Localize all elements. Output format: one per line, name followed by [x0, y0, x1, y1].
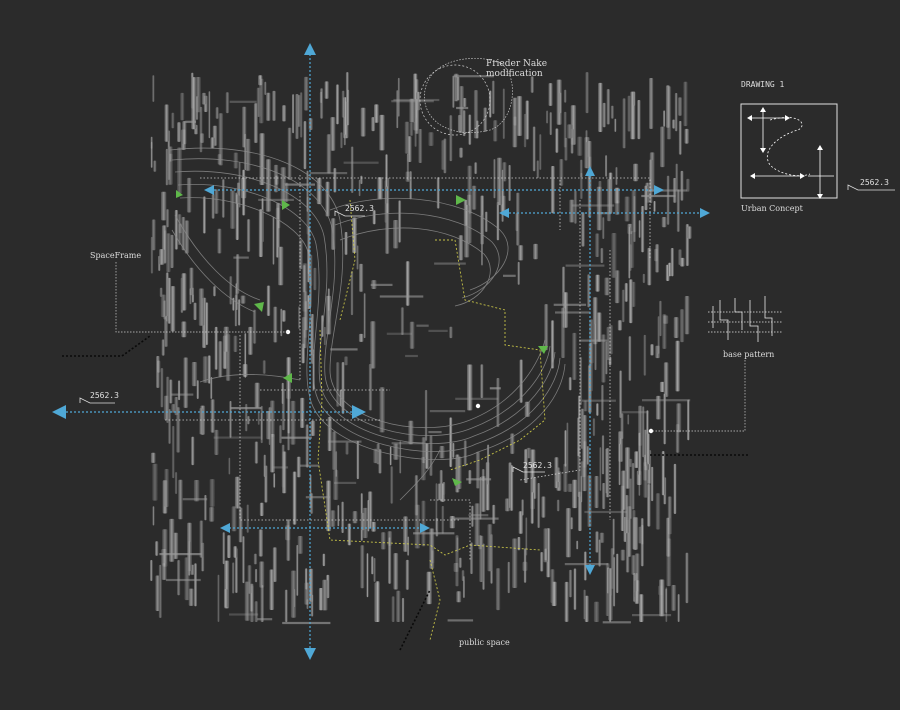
spaceframe-label: SpaceFrame — [90, 251, 141, 260]
urban-concept-drawing — [741, 104, 837, 199]
dimension-right: 2562.3 — [860, 178, 889, 187]
arrow-left-icon — [220, 523, 230, 533]
arrow-left-icon — [52, 405, 66, 419]
dimension-left: 2562.3 — [90, 391, 119, 400]
extruded-structure-field — [150, 72, 692, 624]
arrow-down-icon — [304, 648, 316, 660]
urban-concept-label: Urban Concept — [741, 204, 803, 213]
frieder-label-line2: modification — [486, 69, 543, 79]
public-space-label: public space — [459, 638, 510, 647]
drawing-title: DRAWING 1 — [741, 80, 784, 89]
dimension-center: 2562.3 — [523, 461, 552, 470]
arrow-up-icon — [304, 43, 316, 55]
arrow-left-icon — [204, 185, 214, 195]
arrow-right-icon — [700, 208, 710, 218]
base-pattern-label: base pattern — [723, 350, 774, 359]
dimension-top: 2562.3 — [345, 204, 374, 213]
arrow-right-icon — [352, 405, 366, 419]
arrow-right-icon — [654, 185, 664, 195]
frieder-label-line1: Frieder Nake — [486, 59, 547, 69]
base-pattern-diagram — [708, 296, 782, 342]
